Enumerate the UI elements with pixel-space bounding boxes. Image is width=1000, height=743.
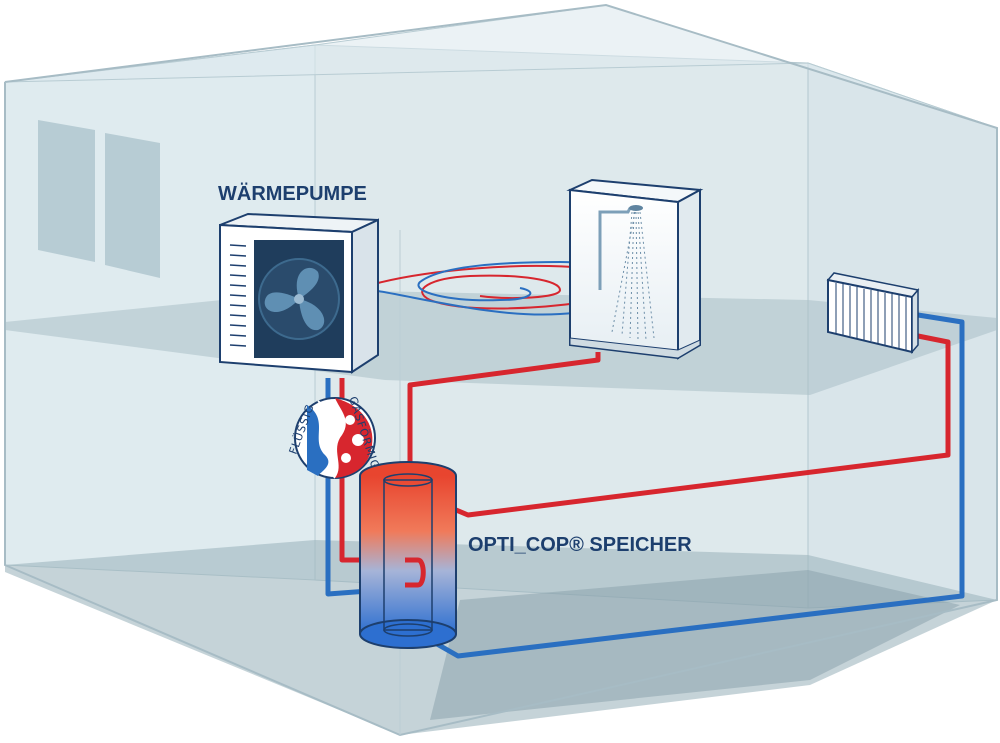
fan-icon bbox=[258, 258, 340, 340]
water-stream bbox=[611, 211, 655, 341]
cold-pipe-radiator bbox=[428, 312, 965, 659]
window-left bbox=[38, 120, 95, 262]
window-right bbox=[105, 133, 160, 278]
hot-pipe-shower bbox=[407, 352, 601, 468]
heat-pump-icon bbox=[219, 212, 379, 374]
refrigerant-state-icon bbox=[294, 397, 376, 479]
house-box bbox=[4, 3, 998, 737]
shower-icon bbox=[566, 178, 704, 360]
box-edges bbox=[4, 3, 998, 737]
storage-tank-icon bbox=[359, 461, 457, 649]
radiator-icon bbox=[826, 272, 920, 355]
ground-floor-shadow bbox=[430, 570, 960, 720]
storage-label: OPTI_COP® SPEICHER bbox=[468, 534, 692, 556]
heat-pump-grille bbox=[229, 244, 247, 347]
underfloor-heating bbox=[377, 260, 642, 316]
heat-pump-label: WÄRMEPUMPE bbox=[218, 182, 367, 205]
